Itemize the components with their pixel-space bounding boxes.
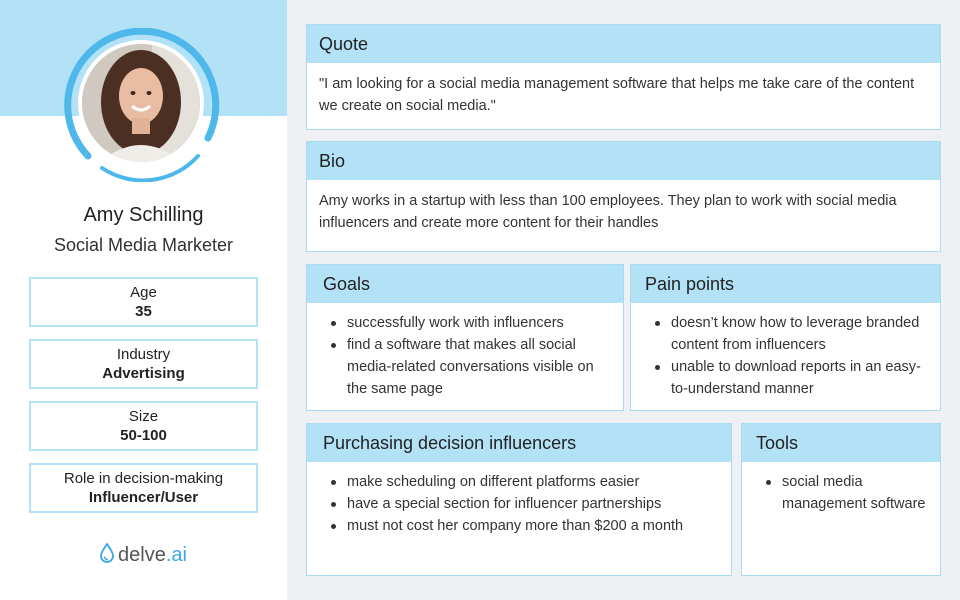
tools-card: Tools social media management software [741, 423, 941, 576]
attribute-value: 35 [135, 303, 152, 320]
purchasing-card: Purchasing decision influencers make sch… [306, 423, 732, 576]
tools-title: Tools [742, 424, 940, 462]
quote-title: Quote [307, 25, 940, 63]
quote-text: "I am looking for a social media managem… [319, 76, 915, 114]
avatar [78, 40, 204, 166]
attribute-value: Advertising [102, 365, 185, 382]
bio-text: Amy works in a startup with less than 10… [319, 193, 897, 231]
profile-sidebar: Amy Schilling Social Media Marketer Age … [0, 0, 287, 600]
attribute-label: Age [130, 284, 157, 301]
attribute-decision-role: Role in decision-making Influencer/User [29, 463, 258, 513]
avatar-container [58, 28, 222, 182]
goals-card: Goals successfully work with influencers… [306, 264, 624, 411]
attribute-value: Influencer/User [88, 489, 199, 506]
tools-list: social media management software [754, 471, 926, 515]
list-item: make scheduling on different platforms e… [319, 471, 713, 493]
list-item: have a special section for influencer pa… [319, 493, 713, 515]
brand-suffix: .ai [165, 544, 187, 566]
attribute-size: Size 50-100 [29, 401, 258, 451]
purchasing-title: Purchasing decision influencers [307, 424, 731, 462]
purchasing-list: make scheduling on different platforms e… [319, 471, 713, 537]
avatar-ring [64, 28, 220, 182]
goals-title: Goals [307, 265, 623, 303]
persona-role: Social Media Marketer [53, 235, 234, 255]
list-item: successfully work with influencers [319, 312, 607, 334]
attribute-label: Size [128, 408, 159, 425]
bio-title: Bio [307, 142, 940, 180]
droplet-icon [100, 543, 114, 563]
attribute-age: Age 35 [29, 277, 258, 327]
attribute-label: Industry [116, 346, 171, 363]
goals-list: successfully work with influencers find … [319, 312, 607, 400]
attribute-industry: Industry Advertising [29, 339, 258, 389]
pain-points-title: Pain points [631, 265, 940, 303]
list-item: find a software that makes all social me… [319, 334, 607, 400]
list-item: doesn’t know how to leverage branded con… [643, 312, 926, 356]
list-item: must not cost her company more than $200… [319, 515, 713, 537]
brand-logo: delve.ai [0, 543, 287, 567]
attribute-value: 50-100 [120, 427, 167, 444]
list-item: unable to download reports in an easy-to… [643, 356, 926, 400]
pain-points-card: Pain points doesn’t know how to leverage… [630, 264, 941, 411]
pain-points-list: doesn’t know how to leverage branded con… [643, 312, 926, 400]
list-item: social media management software [754, 471, 926, 515]
avatar-portrait-image [82, 44, 200, 162]
attribute-label: Role in decision-making [63, 470, 224, 487]
persona-name: Amy Schilling [83, 204, 204, 226]
brand-name: delve [118, 544, 166, 566]
quote-card: Quote "I am looking for a social media m… [306, 24, 941, 130]
bio-card: Bio Amy works in a startup with less tha… [306, 141, 941, 252]
